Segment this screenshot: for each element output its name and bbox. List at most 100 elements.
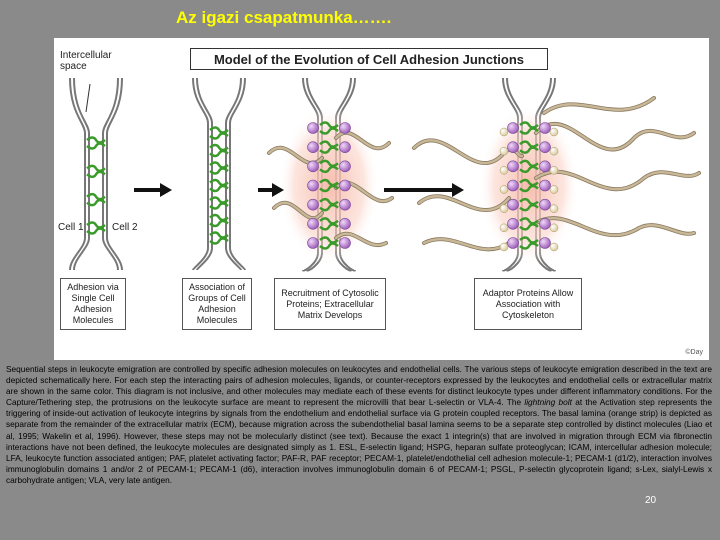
- cytosolic-protein: [307, 179, 319, 192]
- adhesion-molecule: [519, 217, 539, 225]
- matrix-glow-3: [279, 106, 379, 265]
- adhesion-molecule: [319, 223, 339, 231]
- label-intercellular-space: Intercellular space: [60, 50, 112, 72]
- adhesion-molecule: [319, 197, 339, 206]
- cytosolic-protein: [507, 218, 519, 230]
- cytosolic-protein: [307, 218, 319, 230]
- cytosolic-protein: [539, 198, 551, 211]
- caption-part2: at the Activation step represents the tr…: [6, 397, 713, 485]
- stage-arrow-head: [272, 183, 284, 197]
- page-number: 20: [645, 495, 657, 506]
- adhesion-molecule: [519, 178, 539, 187]
- adaptor-protein: [499, 146, 509, 156]
- adhesion-molecule: [86, 221, 106, 229]
- adhesion-molecule: [86, 198, 106, 207]
- cytosolic-protein: [339, 122, 351, 134]
- adhesion-molecule: [519, 203, 539, 212]
- adhesion-molecule: [319, 165, 339, 174]
- fiber: [334, 131, 391, 150]
- adhesion-molecule: [209, 126, 229, 134]
- adhesion-molecule: [209, 143, 229, 152]
- cytosolic-protein: [539, 160, 551, 173]
- cytosolic-protein: [539, 122, 551, 134]
- cytosolic-protein: [539, 179, 551, 192]
- cytosolic-protein: [339, 237, 351, 249]
- adhesion-molecule: [209, 167, 229, 175]
- adhesion-molecule: [86, 170, 106, 179]
- cytosolic-protein: [507, 122, 519, 134]
- pointer-line: [85, 83, 91, 113]
- membrane-line: [73, 77, 90, 271]
- adhesion-molecule: [209, 132, 229, 140]
- adhesion-molecule: [519, 242, 539, 250]
- fiber: [542, 96, 656, 115]
- cytosolic-protein: [339, 160, 351, 173]
- adhesion-molecule: [319, 203, 339, 212]
- adhesion-molecule: [86, 227, 106, 235]
- label-cell1: Cell 1: [58, 222, 84, 233]
- adhesion-molecule: [209, 231, 229, 239]
- adhesion-molecule: [519, 140, 539, 148]
- adhesion-molecule: [319, 178, 339, 187]
- fiber: [412, 139, 524, 165]
- caption-italic: lightning bolt: [524, 397, 572, 408]
- adaptor-protein: [499, 127, 509, 137]
- adhesion-molecule: [519, 184, 539, 193]
- figure-credit: ©Day: [685, 349, 703, 356]
- fiber: [334, 232, 388, 247]
- adaptor-protein: [499, 166, 509, 175]
- adhesion-molecule: [86, 136, 106, 144]
- adhesion-molecule: [319, 236, 339, 244]
- membrane-line: [69, 77, 86, 271]
- cytosolic-protein: [307, 160, 319, 173]
- adhesion-junction-diagram: [69, 77, 701, 272]
- cytosolic-protein: [539, 237, 551, 249]
- stage-arrow-head: [452, 183, 464, 197]
- cytosolic-protein: [339, 141, 351, 153]
- adhesion-molecule: [209, 202, 229, 210]
- adhesion-molecule: [319, 159, 339, 168]
- adaptor-protein: [549, 166, 559, 175]
- adaptor-protein: [549, 146, 559, 156]
- caption-part1: Sequential steps in leukocyte emigration…: [6, 364, 712, 408]
- membrane-line: [192, 77, 209, 271]
- stage-arrows: [134, 183, 464, 197]
- fiber: [534, 122, 696, 151]
- adhesion-molecule: [319, 121, 339, 129]
- cytosolic-protein: [539, 218, 551, 230]
- adaptor-protein: [549, 204, 559, 213]
- adhesion-molecule: [209, 237, 229, 245]
- adaptor-protein: [549, 242, 559, 252]
- adhesion-molecule: [209, 178, 229, 187]
- adhesion-molecule: [209, 213, 229, 222]
- stage-caption-3: Recruitment of Cytosolic Proteins; Extra…: [274, 278, 386, 330]
- fiber: [534, 217, 696, 237]
- adhesion-molecule: [319, 140, 339, 148]
- cytoskeleton-fibers: [267, 96, 701, 252]
- adhesion-molecule: [519, 146, 539, 154]
- adhesion-molecule: [86, 164, 106, 173]
- adhesion-molecule: [319, 146, 339, 154]
- adhesion-molecule: [86, 192, 106, 201]
- adaptor-protein: [549, 127, 559, 137]
- adhesion-molecule: [519, 197, 539, 206]
- adhesion-molecule: [209, 149, 229, 158]
- fiber: [534, 170, 701, 191]
- adaptor-protein: [499, 185, 509, 194]
- adaptor-protein: [499, 204, 509, 213]
- adhesion-molecule: [209, 184, 229, 193]
- cytosolic-protein: [507, 179, 519, 192]
- adaptor-protein: [549, 223, 559, 233]
- adhesion-molecule: [519, 127, 539, 135]
- adhesion-molecule: [519, 165, 539, 174]
- adhesion-molecule: [86, 142, 106, 150]
- cytosolic-protein: [307, 141, 319, 153]
- cytosolic-protein: [507, 160, 519, 173]
- membrane-line: [225, 77, 242, 271]
- adhesion-molecule: [209, 161, 229, 169]
- cytosolic-protein: [307, 198, 319, 211]
- membrane-line: [196, 77, 213, 271]
- cytosolic-protein: [539, 141, 551, 153]
- adhesion-molecule: [319, 242, 339, 250]
- cytosolic-protein: [307, 237, 319, 249]
